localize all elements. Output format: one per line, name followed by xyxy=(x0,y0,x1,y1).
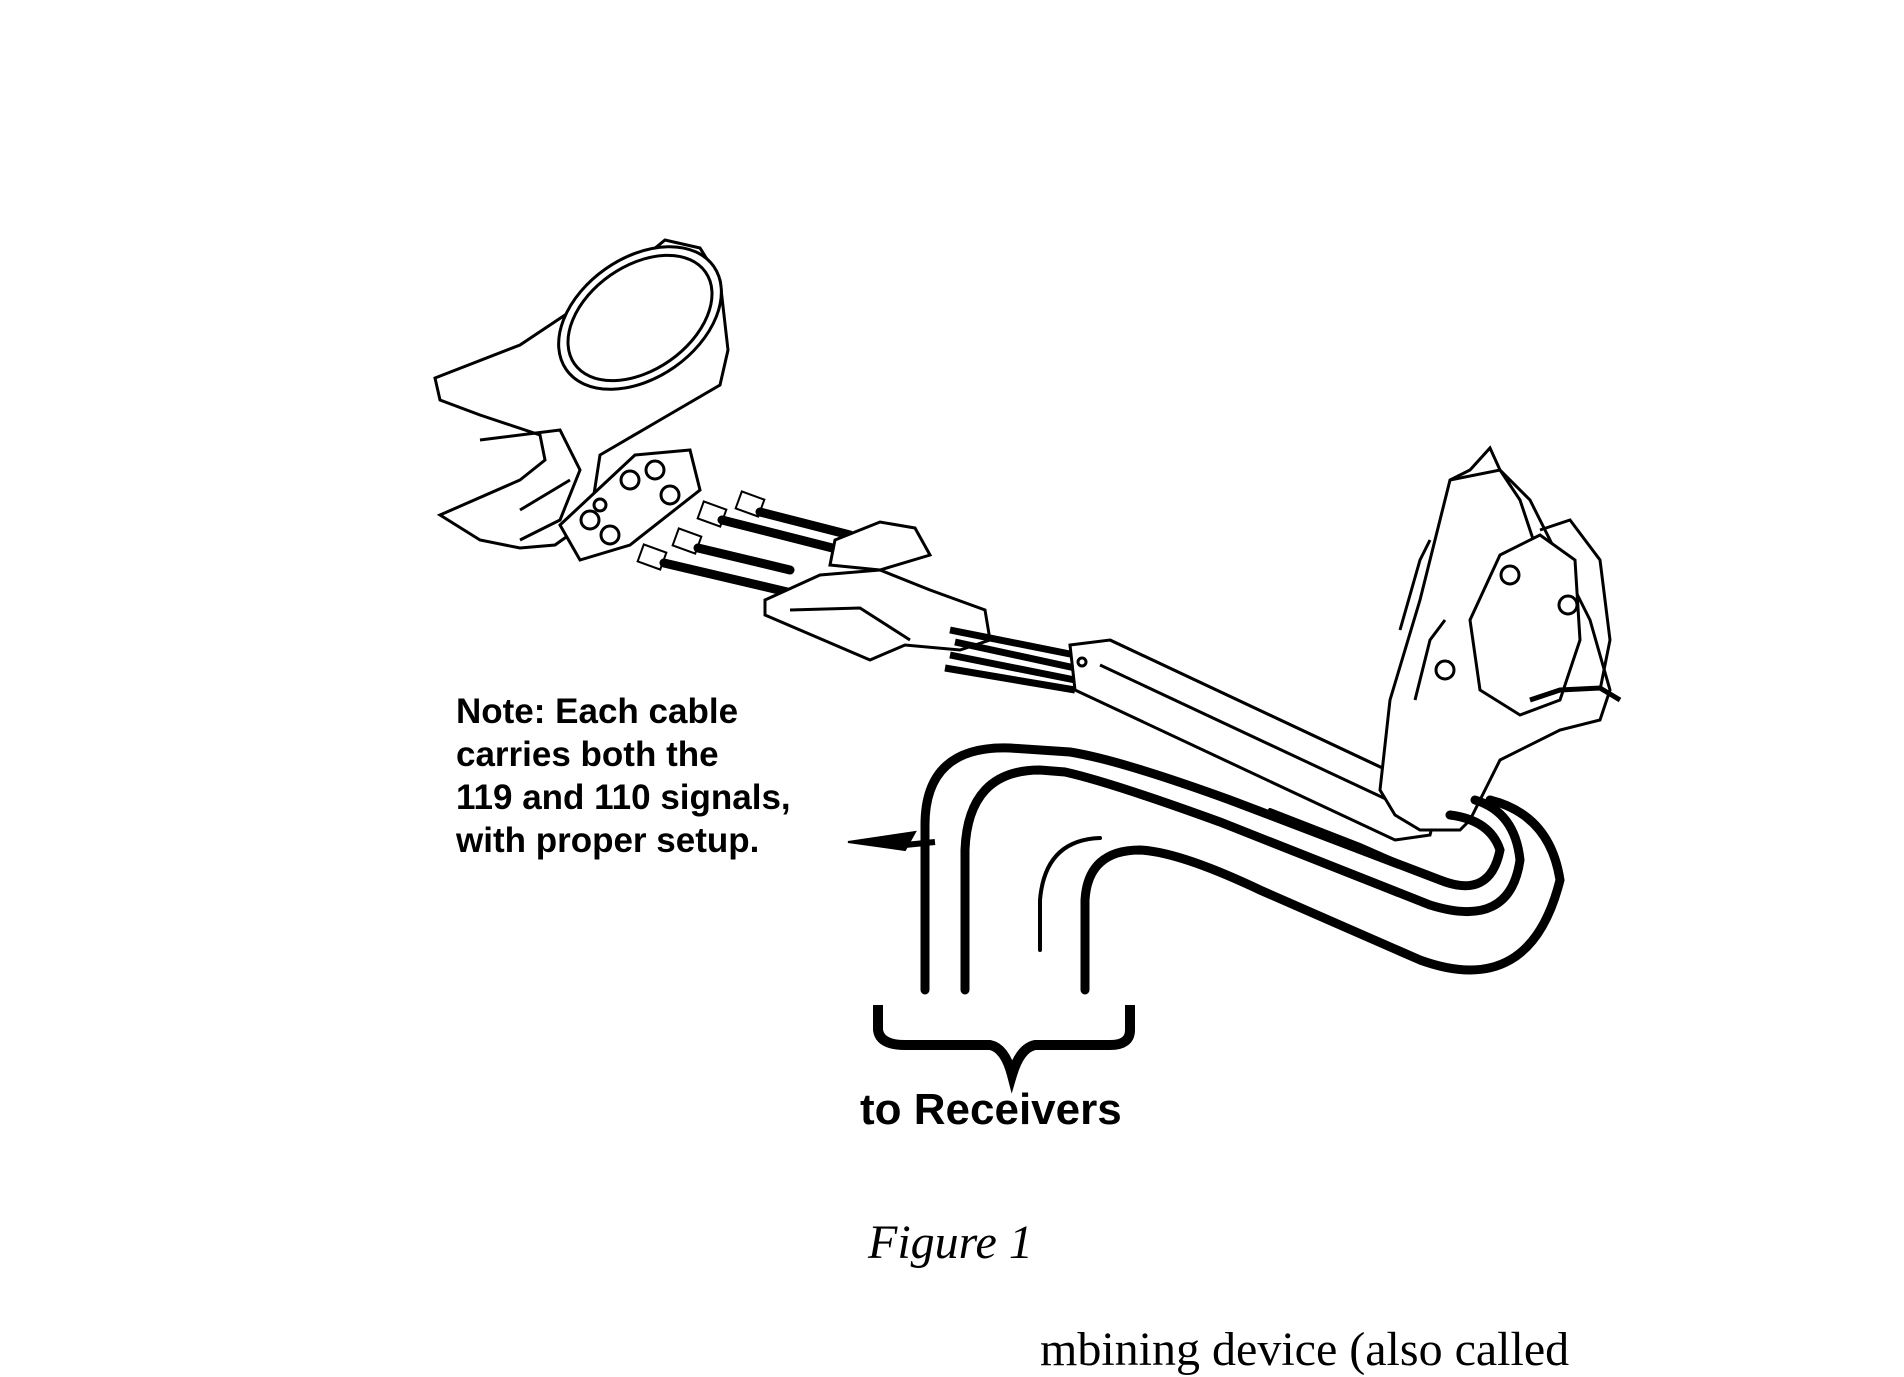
cable-note: Note: Each cable carries both the 119 an… xyxy=(456,690,896,862)
outgoing-cables xyxy=(920,743,1565,995)
note-line-1: Note: Each cable xyxy=(456,692,739,731)
cable-clip xyxy=(763,520,992,662)
figure-caption: Figure 1 xyxy=(868,1216,1033,1269)
body-text-fragment: mbining device (also called xyxy=(1040,1323,1570,1376)
mount-bracket xyxy=(1378,445,1622,832)
note-line-2: carries both the xyxy=(456,735,719,774)
lnb-ports xyxy=(558,448,702,562)
receivers-label: to Receivers xyxy=(860,1085,1122,1134)
note-line-3: 119 and 110 signals, xyxy=(456,778,791,817)
cable-bundle xyxy=(944,626,1076,694)
support-arm xyxy=(1068,638,1442,842)
note-pointer xyxy=(847,830,936,852)
note-line-4: with proper setup. xyxy=(456,821,760,860)
receivers-brace xyxy=(873,1005,1135,1094)
lnb-head xyxy=(433,238,730,550)
